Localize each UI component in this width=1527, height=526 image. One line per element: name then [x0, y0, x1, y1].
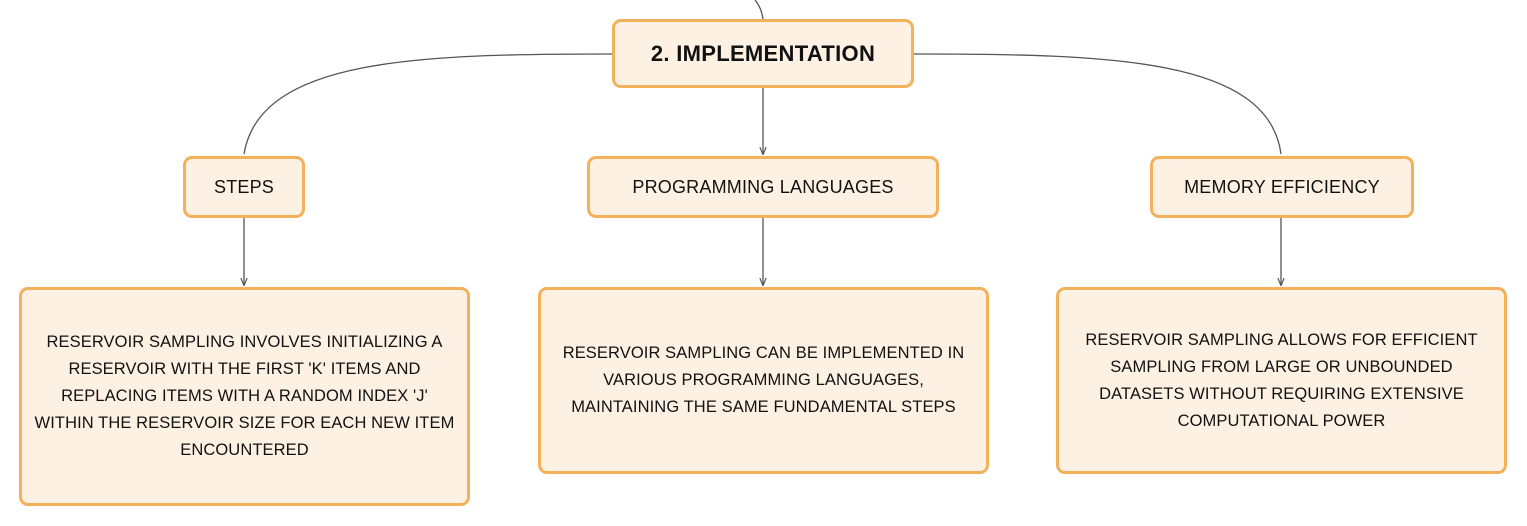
branch-node-label: STEPS — [213, 176, 275, 197]
connector-root-steps — [243, 53, 613, 155]
connector-root-memory-efficiency — [913, 53, 1282, 155]
root-node-label: 2. IMPLEMENTATION — [650, 40, 876, 66]
branch-node-memory-efficiency[interactable]: MEMORY EFFICIENCY — [1150, 156, 1414, 218]
detail-node-programming-languages[interactable]: RESERVOIR SAMPLING CAN BE IMPLEMENTED IN… — [538, 287, 989, 474]
incoming-connector — [754, 0, 764, 20]
detail-node-text: RESERVOIR SAMPLING CAN BE IMPLEMENTED IN… — [562, 344, 965, 416]
detail-node-text: RESERVOIR SAMPLING ALLOWS FOR EFFICIENT … — [1085, 330, 1478, 430]
branch-node-steps[interactable]: STEPS — [183, 156, 305, 218]
detail-node-steps[interactable]: RESERVOIR SAMPLING INVOLVES INITIALIZING… — [19, 287, 470, 506]
branch-node-label: MEMORY EFFICIENCY — [1184, 176, 1380, 197]
detail-node-text: RESERVOIR SAMPLING INVOLVES INITIALIZING… — [34, 333, 455, 459]
branch-node-programming-languages[interactable]: PROGRAMMING LANGUAGES — [587, 156, 939, 218]
root-node[interactable]: 2. IMPLEMENTATION — [612, 19, 914, 88]
detail-node-memory-efficiency[interactable]: RESERVOIR SAMPLING ALLOWS FOR EFFICIENT … — [1056, 287, 1507, 474]
branch-node-label: PROGRAMMING LANGUAGES — [632, 176, 894, 197]
